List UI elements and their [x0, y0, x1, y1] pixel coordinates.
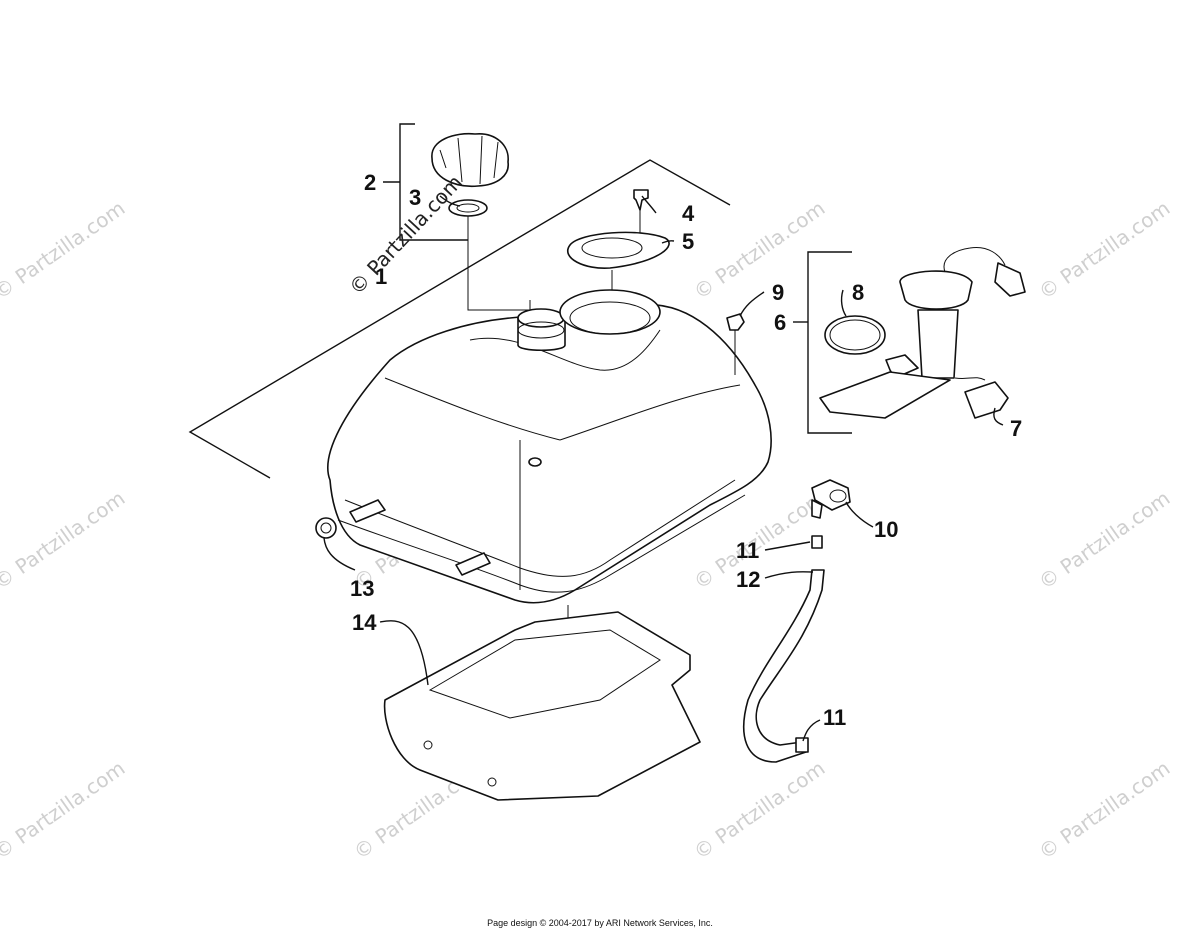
callout-labels: 1 2 3 4 5 6 7 8 9 10 11 12 13 14 11 [350, 170, 1022, 730]
watermark: © Partzilla.com [1034, 486, 1174, 594]
watermark: © Partzilla.com [1034, 196, 1174, 304]
callout-2: 2 [364, 170, 376, 195]
tank-shield [383, 611, 701, 801]
fuel-tank [327, 289, 772, 675]
callout-13: 13 [350, 576, 374, 601]
watermark-center: © Partzilla.com [344, 170, 467, 299]
fuel-pump [819, 246, 1026, 419]
callout-9: 9 [772, 280, 784, 305]
assembly-bracket-1 [188, 159, 731, 479]
page-footer: Page design © 2004-2017 by ARI Network S… [487, 918, 713, 928]
callout-11: 11 [736, 538, 759, 563]
watermark: © Partzilla.com [0, 486, 129, 594]
callout-11b: 11 [823, 705, 846, 730]
assembly-bracket-6 [793, 251, 852, 434]
callout-7: 7 [1010, 416, 1022, 441]
watermark: © Partzilla.com [0, 756, 129, 864]
vent-valve [726, 313, 745, 375]
watermark: © Partzilla.com [0, 196, 129, 304]
vent-hose [742, 535, 825, 763]
watermark: © Partzilla.com [689, 756, 829, 864]
callout-12: 12 [736, 567, 760, 592]
callout-5: 5 [682, 229, 694, 254]
grommet [315, 517, 337, 539]
callout-6: 6 [774, 310, 786, 335]
pump-o-ring [824, 315, 886, 355]
callout-14: 14 [352, 610, 377, 635]
fuel-cap [431, 132, 509, 188]
callout-8: 8 [852, 280, 864, 305]
callout-10: 10 [874, 517, 898, 542]
callout-1: 1 [375, 264, 387, 289]
leader-lines [323, 195, 1004, 742]
watermark: © Partzilla.com [1034, 756, 1174, 864]
assembly-bracket-2 [383, 123, 468, 241]
callout-4: 4 [682, 201, 695, 226]
retaining-ring [567, 231, 670, 290]
vent-elbow [811, 479, 851, 519]
screw-4 [633, 189, 649, 235]
callout-3: 3 [409, 185, 421, 210]
cap-gasket [448, 199, 531, 311]
